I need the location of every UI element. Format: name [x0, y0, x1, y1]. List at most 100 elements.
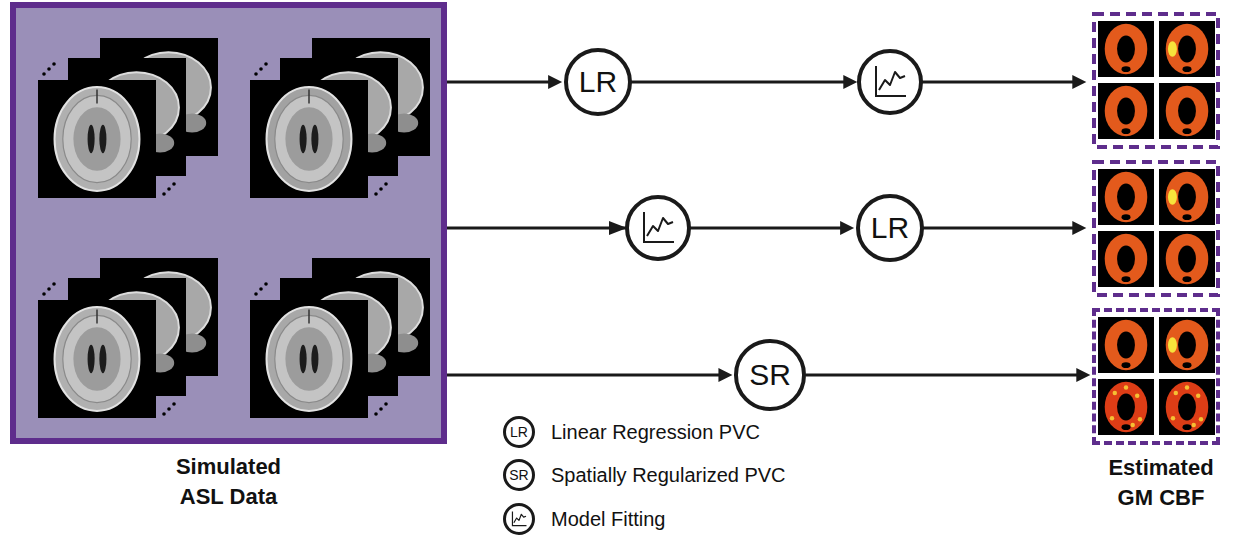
ellipsis-dot	[254, 72, 258, 76]
model-fitting-symbol	[505, 505, 534, 534]
legend-entry: SR Spatially Regularized PVC	[503, 458, 786, 492]
image-panel: Estimated GM CBF	[1092, 308, 1220, 445]
legend-text: Spatially Regularized PVC	[551, 464, 786, 487]
flow-arrow	[806, 374, 1084, 377]
wm-hole	[1183, 276, 1192, 282]
wm-hole	[1122, 66, 1131, 72]
legend-symbol: SR	[503, 459, 535, 491]
ellipsis-dot	[384, 182, 388, 186]
ellipsis-dot	[167, 407, 171, 411]
step-label: LR	[871, 211, 909, 245]
model-fitting-symbol	[627, 197, 689, 259]
gm-mask	[1166, 172, 1209, 222]
ventricle	[99, 345, 106, 373]
ellipsis-dot	[172, 402, 176, 406]
mri-slice	[38, 300, 156, 418]
brain-cortex	[275, 315, 343, 402]
brain-cortex	[63, 315, 131, 402]
gm-mask	[1166, 86, 1209, 136]
output-maps	[1094, 162, 1218, 295]
gm-mask	[1105, 24, 1148, 74]
ventricle	[88, 345, 95, 373]
plot-axes	[644, 212, 674, 242]
wm-hole	[1122, 276, 1131, 282]
cbf-map	[1098, 169, 1154, 225]
brain-cortex	[275, 95, 343, 182]
legend-abbreviation: LR	[510, 424, 528, 440]
legend-text: Model Fitting	[551, 508, 666, 531]
ellipsis-dot	[379, 407, 383, 411]
ellipsis-dot	[172, 182, 176, 186]
cbf-map	[1159, 317, 1215, 373]
perfusion-spot	[1168, 337, 1177, 353]
ellipsis-dot	[47, 67, 51, 71]
plot-curve	[647, 218, 673, 236]
cbf-map	[1159, 21, 1215, 77]
ellipsis-dot	[162, 192, 166, 196]
gm-mask	[1166, 320, 1209, 370]
cbf-map	[1098, 379, 1154, 435]
cbf-map	[1098, 83, 1154, 139]
image-stack	[38, 38, 218, 198]
brain-outline	[267, 87, 352, 191]
midline	[308, 309, 310, 323]
cbf-map	[1159, 379, 1215, 435]
ellipsis-dot	[42, 292, 46, 296]
ventricle	[99, 125, 106, 153]
wm-hole	[1178, 332, 1196, 359]
perfusion-speck	[1110, 416, 1114, 420]
ventricle	[311, 125, 318, 153]
gm-mask	[1166, 24, 1209, 74]
gm-mask	[1166, 382, 1209, 432]
perfusion-spot	[1168, 189, 1177, 205]
process-circle: LR	[564, 48, 632, 116]
wm-hole	[1178, 246, 1196, 273]
wm-hole	[1122, 128, 1131, 134]
output-box	[1094, 162, 1218, 295]
legend-abbreviation: SR	[509, 467, 528, 483]
ellipsis-dot	[374, 412, 378, 416]
perfusion-speck	[1199, 417, 1203, 421]
flow-arrow	[447, 374, 726, 377]
ellipsis-dot	[264, 62, 268, 66]
wm-hole	[1183, 362, 1192, 368]
ellipsis-dot	[379, 187, 383, 191]
step-label: SR	[749, 358, 791, 392]
flow-arrow	[923, 227, 1080, 230]
wm-hole	[1178, 98, 1196, 125]
wm-hole	[1178, 184, 1196, 211]
plot-axes	[876, 66, 906, 96]
cbf-map	[1159, 169, 1215, 225]
wm-hole	[1178, 36, 1196, 63]
image-panel: Simulated ASL Data	[10, 2, 447, 444]
output-maps	[1094, 14, 1218, 147]
ellipsis-dot	[52, 62, 56, 66]
legend-entry: Model Fitting	[503, 502, 666, 536]
ellipsis-dot	[264, 282, 268, 286]
wm-hole	[1122, 362, 1131, 368]
process-circle: SR	[734, 339, 806, 411]
legend-entry: LRLinear Regression PVC	[503, 415, 760, 449]
model-fitting-symbol	[859, 51, 921, 113]
perfusion-speck	[1171, 416, 1175, 420]
legend-symbol: LR	[503, 416, 535, 448]
model-fitting-symbol	[503, 503, 535, 535]
wm-hole	[1122, 214, 1131, 220]
mri-slice	[250, 80, 368, 198]
ventricle	[300, 125, 307, 153]
process-circle: LR	[856, 194, 924, 262]
ellipsis-dot	[374, 192, 378, 196]
output-box	[1094, 14, 1218, 147]
gm-mask	[1105, 172, 1148, 222]
wm-hole	[1183, 214, 1192, 220]
ventricle	[88, 125, 95, 153]
wm-hole	[1183, 424, 1192, 430]
gm-mask	[1166, 234, 1209, 284]
cbf-map	[1098, 317, 1154, 373]
brain-outline	[267, 307, 352, 411]
perfusion-speck	[1185, 385, 1189, 389]
perfusion-speck	[1138, 417, 1142, 421]
ventricle	[311, 345, 318, 373]
gm-mask	[1105, 234, 1148, 284]
model-fitting-steps	[609, 51, 921, 259]
